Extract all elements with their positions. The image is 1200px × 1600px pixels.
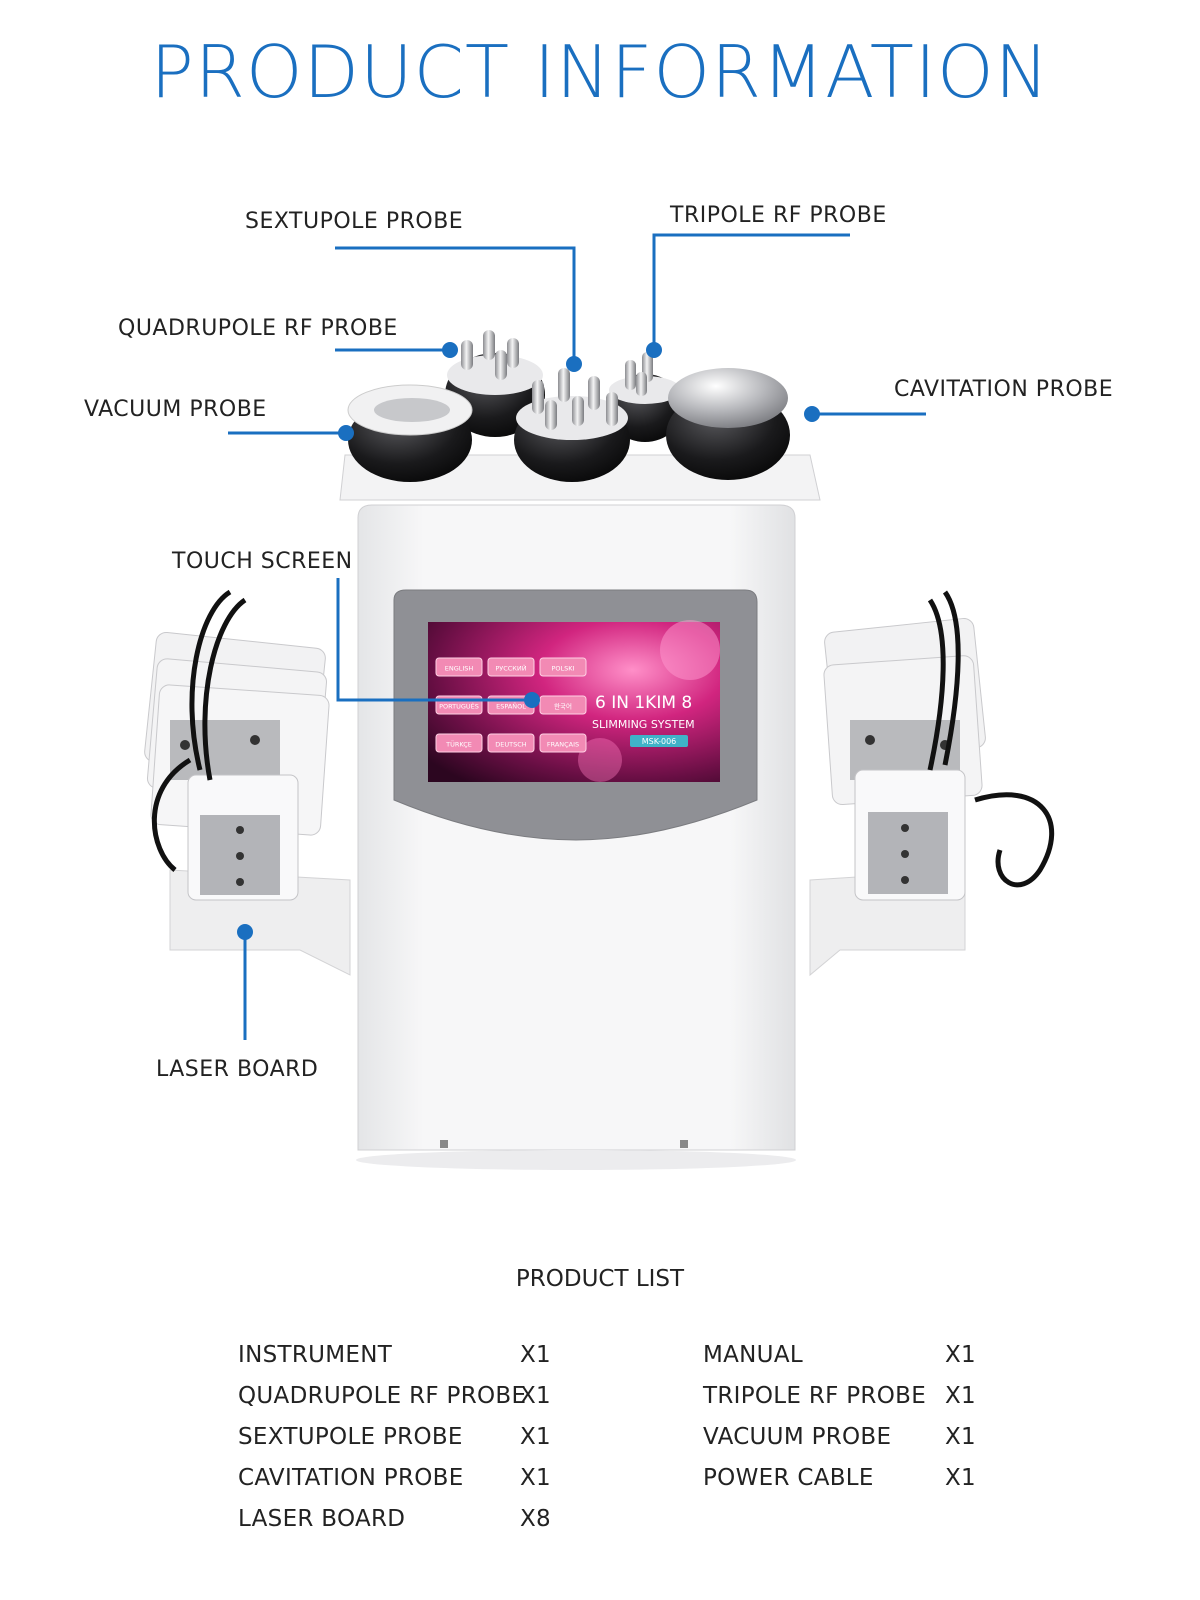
language-button[interactable]: TÜRKÇE [435, 733, 483, 753]
language-button[interactable]: РУССКИЙ [487, 657, 535, 677]
product-list-title: PRODUCT LIST [515, 1266, 685, 1292]
device-illustration: ENGLISH РУССКИЙ POLSKI PORTUGUÊS ESPAÑOL 한국어 T… [144, 233, 1055, 1170]
callout-touch-screen: TOUCH SCREEN [172, 549, 353, 574]
language-button-label: РУССКИЙ [495, 664, 526, 673]
language-button-label: ESPAÑOL [496, 702, 526, 711]
callout-laser-board: LASER BOARD [156, 1057, 319, 1082]
language-button-label: TÜRKÇE [445, 740, 472, 749]
language-button-label: 한국어 [554, 702, 572, 711]
language-button[interactable]: FRANÇAIS [539, 733, 587, 753]
cavitation-probe [666, 368, 790, 480]
language-button[interactable]: POLSKI [539, 657, 587, 677]
language-button[interactable]: ENGLISH [435, 657, 483, 677]
language-button-label: POLSKI [552, 665, 575, 673]
page-title: PRODUCT INFORMATION [150, 30, 1050, 114]
callout-quadrupole-rf-probe: QUADRUPOLE RF PROBE [118, 316, 398, 341]
tripole-leader [652, 233, 850, 348]
sextupole-probe [514, 368, 630, 482]
callout-cavitation-probe: CAVITATION PROBE [894, 377, 1114, 402]
language-button[interactable]: DEUTSCH [487, 733, 535, 753]
callout-sextupole-probe: SEXTUPOLE PROBE [245, 209, 464, 234]
language-button-label: ENGLISH [445, 665, 474, 673]
touch-screen-leader [336, 578, 532, 702]
callout-vacuum-probe: VACUUM PROBE [84, 397, 267, 422]
right-laser-boards [823, 590, 1055, 901]
callout-tripole-rf-probe: TRIPOLE RF PROBE [670, 203, 887, 228]
left-laser-boards [144, 589, 330, 901]
language-buttons: ENGLISH РУССКИЙ POLSKI PORTUGUÊS ESPAÑOL 한국어 T… [435, 657, 587, 753]
screen-subtitle: SLIMMING SYSTEM [592, 718, 695, 731]
language-button[interactable]: 한국어 [539, 695, 587, 715]
language-button-label: FRANÇAIS [547, 741, 579, 749]
language-button-label: DEUTSCH [495, 741, 527, 749]
screen-headline: 6 IN 1KIM 8 [595, 693, 692, 713]
vacuum-probe [347, 384, 473, 482]
screen-model: MSK-006 [642, 737, 677, 746]
sextupole-leader [335, 246, 576, 362]
language-button-label: PORTUGUÊS [439, 702, 479, 711]
